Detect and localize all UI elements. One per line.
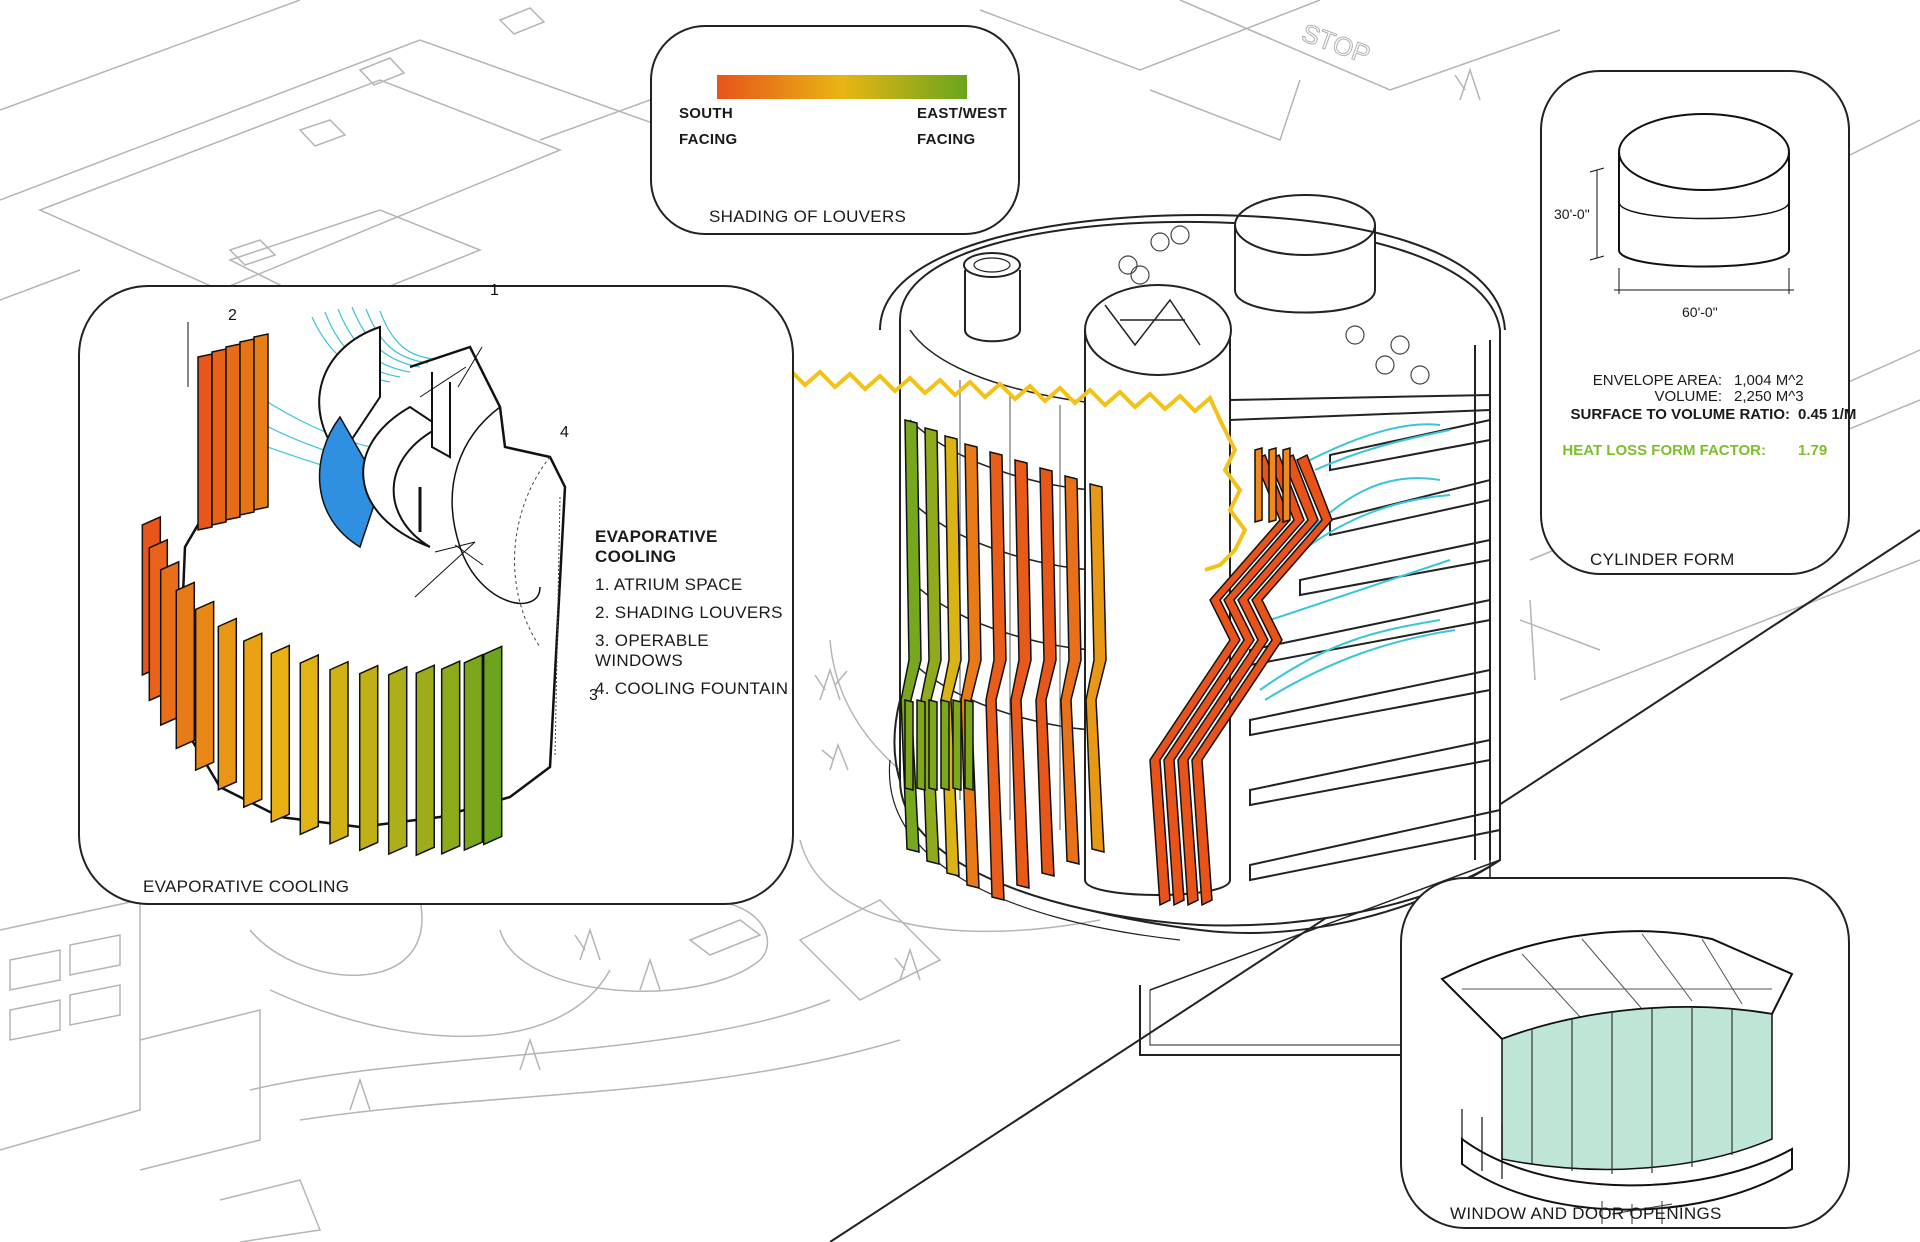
envelope-area-value: 1,004 M^2: [1734, 372, 1804, 389]
heat-loss-form-factor-label: HEAT LOSS FORM FACTOR:: [1562, 442, 1766, 459]
surface-volume-ratio-value: 0.45 1/M: [1798, 406, 1857, 423]
cylinder-panel-caption: CYLINDER FORM: [1590, 550, 1735, 569]
window-panel-caption: WINDOW AND DOOR OPENINGS: [1450, 1204, 1722, 1223]
section-louver: [1191, 453, 1333, 907]
section-louver-small: [1282, 447, 1291, 523]
cylinder-height-dimension: 30'-0": [1554, 206, 1590, 222]
surface-volume-ratio-label: SURFACE TO VOLUME RATIO:: [1570, 406, 1790, 423]
stop-road-marking: STOP: [1298, 17, 1374, 69]
south-facing-label-2: FACING: [679, 131, 738, 148]
section-louvers: [1149, 447, 1333, 907]
main-building-louvers: [900, 419, 1107, 901]
evap-louver: [387, 665, 408, 856]
main-louver: [1060, 475, 1082, 865]
volume-label: VOLUME:: [1654, 388, 1722, 405]
window-door-diagram: [1440, 930, 1794, 1224]
callout-2: 2: [228, 307, 237, 324]
evap-legend-item-2: 2. SHADING LOUVERS: [595, 603, 783, 622]
section-louver-small: [1268, 447, 1277, 523]
window-door-openings-panel: WINDOW AND DOOR OPENINGS: [1400, 877, 1850, 1229]
evap-legend-item-3: 3. OPERABLE WINDOWS: [595, 631, 709, 670]
main-louver-base: [916, 699, 926, 791]
east-west-facing-label-2: FACING: [917, 131, 976, 148]
evap-louver: [194, 600, 215, 772]
evap-louver-top: [225, 343, 241, 521]
main-louver-base: [952, 699, 962, 791]
evap-louver: [217, 617, 238, 791]
evap-louver: [175, 581, 196, 750]
section-louver-small: [1254, 447, 1263, 523]
main-louver-base: [964, 699, 974, 791]
evap-louvers: [141, 333, 503, 857]
evap-legend-item-1: 1. ATRIUM SPACE: [595, 575, 743, 594]
heat-loss-form-factor-value: 1.79: [1798, 442, 1828, 459]
sun-ray-zigzag: [788, 368, 1248, 572]
evap-louver: [270, 644, 291, 824]
evaporative-cooling-diagram: [141, 306, 567, 857]
shading-legend-panel: SOUTH FACING EAST/WEST FACING SHADING OF…: [650, 25, 1020, 235]
evap-legend: EVAPORATIVE COOLING 1. ATRIUM SPACE 2. S…: [595, 527, 792, 707]
volume-value: 2,250 M^3: [1734, 388, 1804, 405]
evap-louver-top: [197, 353, 213, 531]
south-facing-label-1: SOUTH: [679, 105, 733, 122]
east-west-facing-label-1: EAST/WEST: [917, 105, 1008, 122]
main-louver: [985, 451, 1007, 901]
shading-gradient-bar: [717, 75, 967, 99]
evap-louver: [242, 632, 263, 809]
evap-louver: [440, 660, 461, 855]
evap-legend-title: EVAPORATIVE COOLING: [595, 527, 718, 566]
main-louver-base: [940, 699, 950, 791]
callout-4: 4: [560, 424, 569, 441]
evap-louver-top: [211, 348, 227, 526]
callout-1: 1: [490, 282, 499, 299]
main-louver: [1085, 483, 1107, 853]
cylinder-form-panel: 30'-0" 60'-0" ENVELOPE AREA: 1,004 M^2 V…: [1540, 70, 1856, 575]
cylinder-width-dimension: 60'-0": [1682, 304, 1718, 320]
shading-panel-caption: SHADING OF LOUVERS: [709, 207, 907, 226]
main-louver: [1035, 467, 1057, 877]
cylinder-form-diagram: [1589, 113, 1794, 294]
evap-panel-caption: EVAPORATIVE COOLING: [143, 877, 350, 896]
evap-louver: [415, 664, 436, 857]
evap-louver: [329, 660, 349, 845]
evap-louver-top: [253, 333, 269, 511]
main-louver-base: [928, 699, 938, 791]
main-louver: [1010, 459, 1032, 889]
evap-legend-item-4: 4. COOLING FOUNTAIN: [595, 679, 789, 698]
main-louver-base: [904, 699, 914, 791]
evap-louver: [463, 653, 484, 852]
evaporative-cooling-panel: 1 2 3 4 EVAPORATIVE COOLING 1. ATRIUM SP…: [78, 282, 794, 905]
evap-louver-top: [239, 338, 255, 516]
evap-louver: [299, 653, 320, 836]
envelope-area-label: ENVELOPE AREA:: [1592, 372, 1722, 389]
section-louver: [1177, 453, 1319, 907]
callout-3: 3: [589, 687, 598, 704]
main-louver: [920, 427, 942, 865]
evap-louver: [482, 645, 503, 846]
evap-louver: [358, 664, 379, 852]
